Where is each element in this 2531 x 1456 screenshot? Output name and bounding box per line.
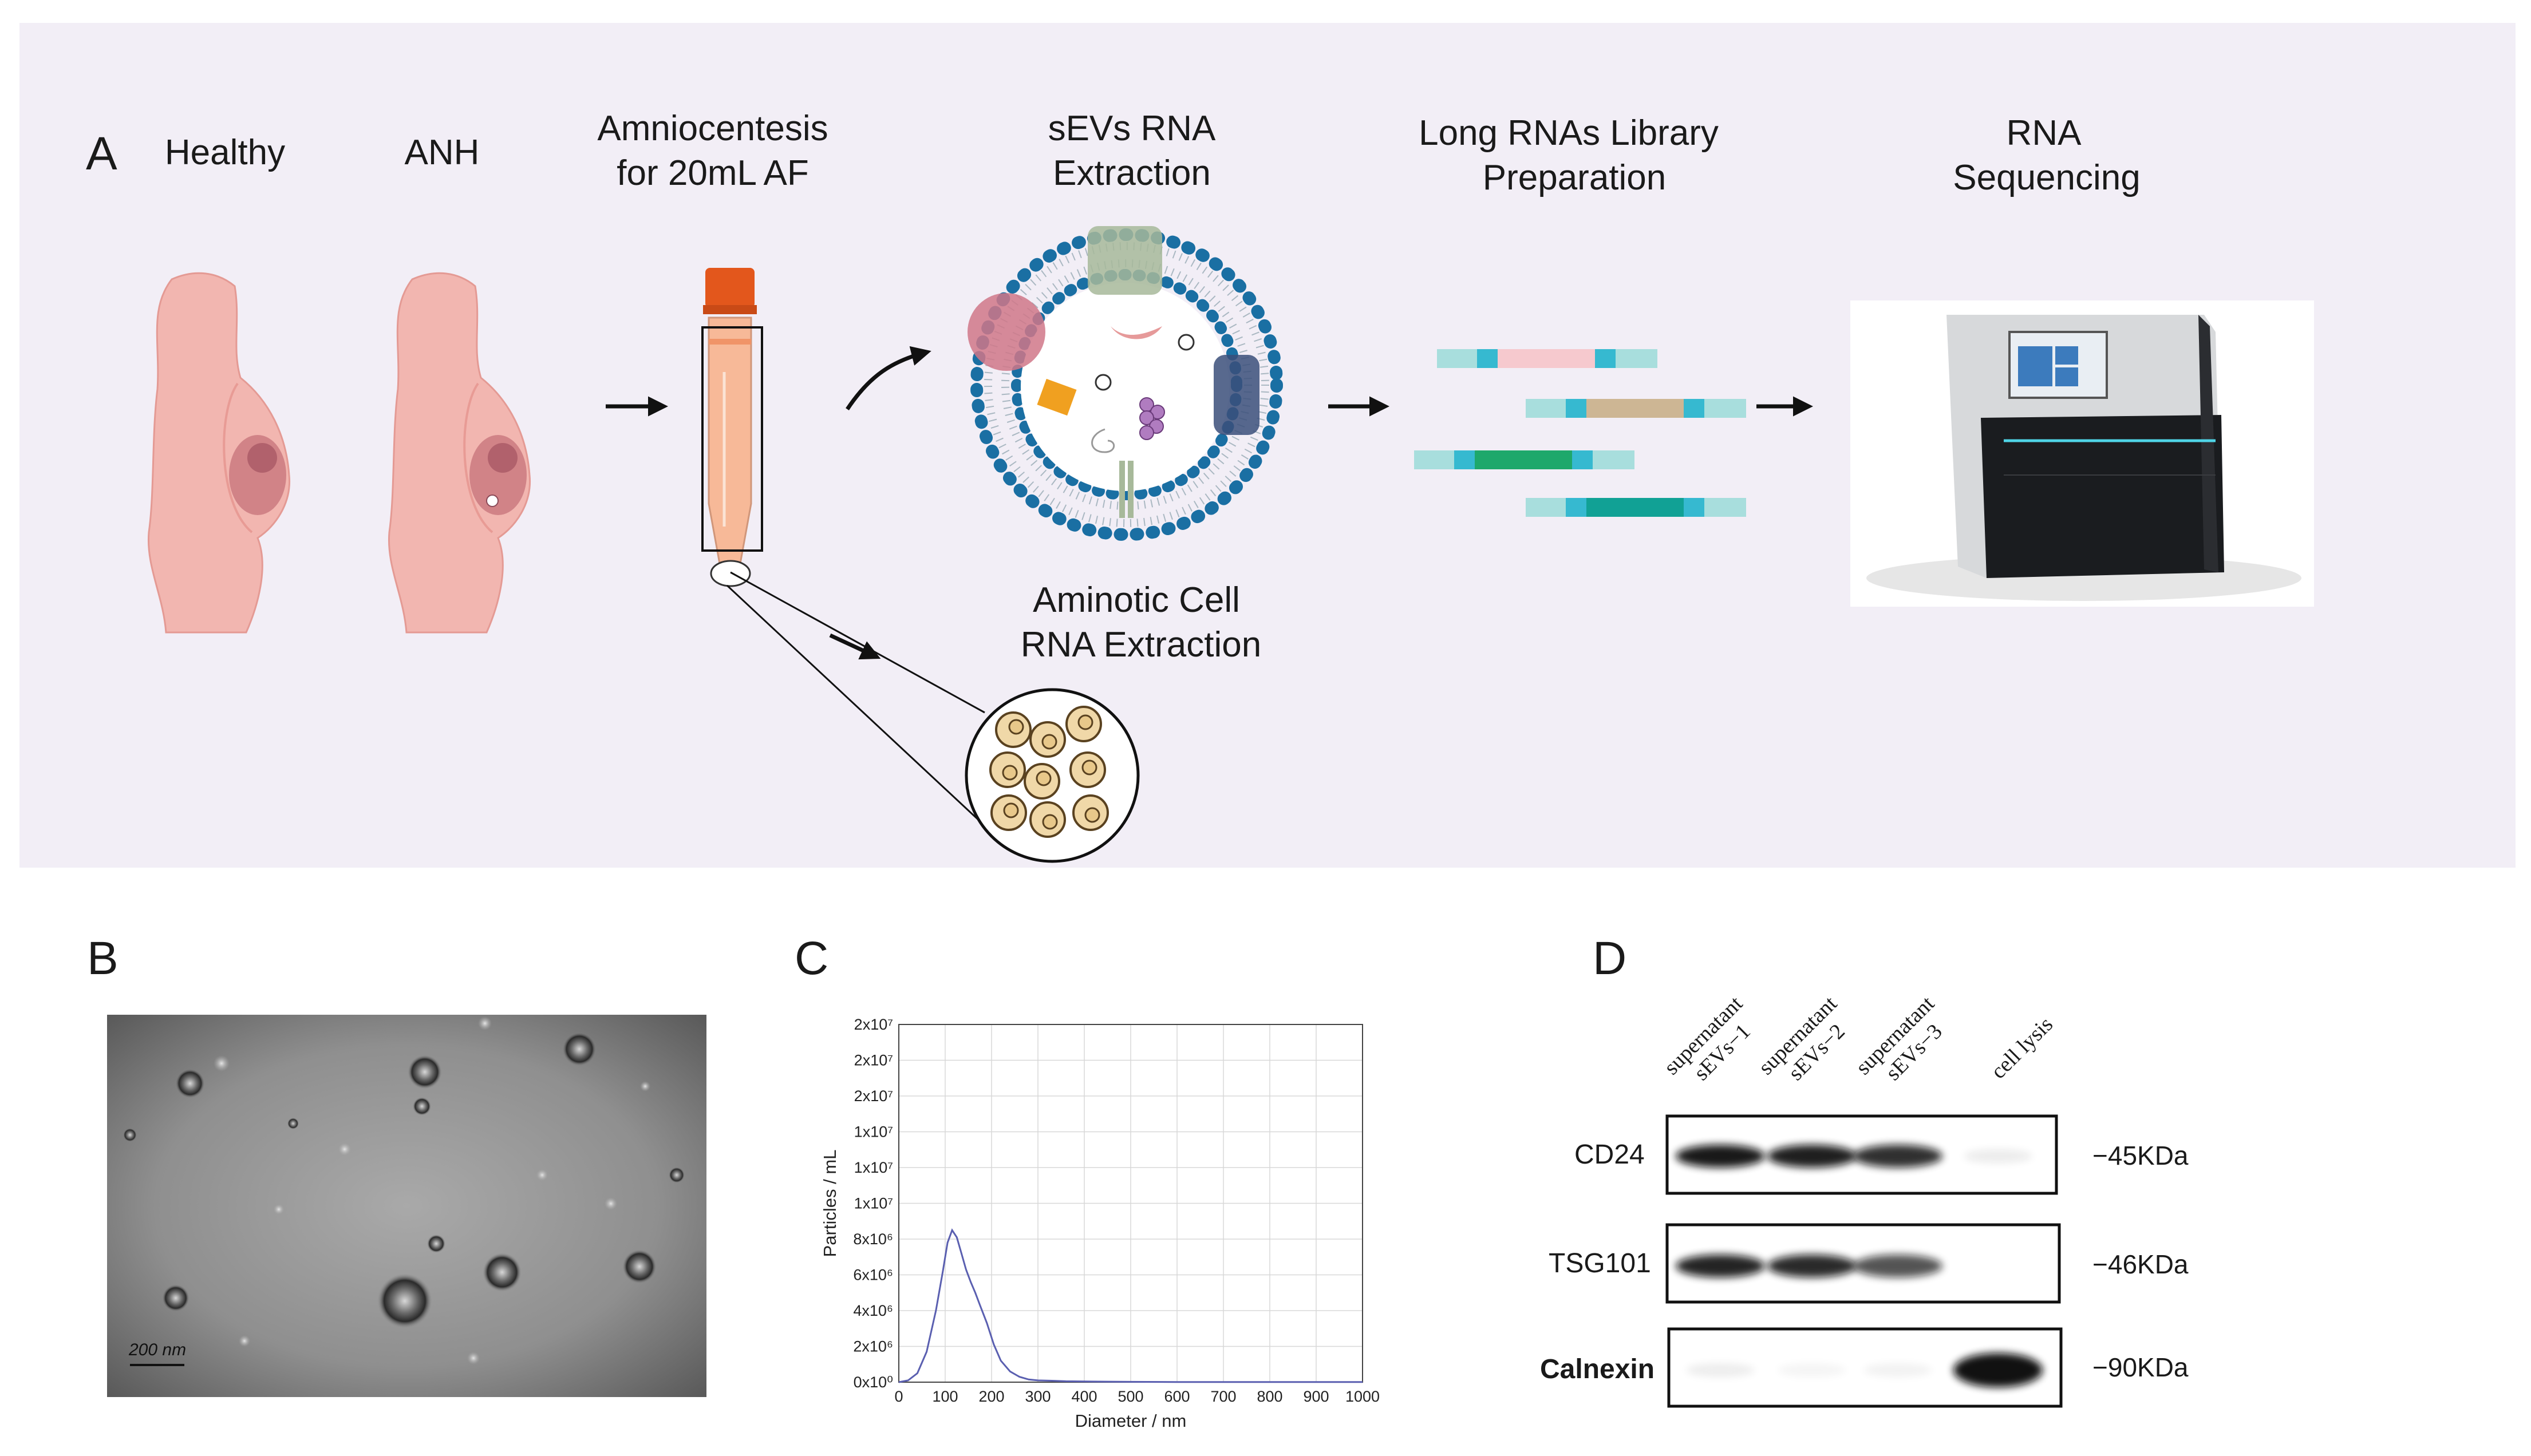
workflow-diagram [147,226,2314,863]
step-seq-line2: Sequencing [1953,158,2141,197]
blot-band [1686,1363,1755,1377]
step-amniocentesis-line1: Amniocentesis [597,109,828,148]
amniotic-cells-icon [965,688,1140,863]
x-tick-label: 100 [932,1388,958,1405]
rna-library-fragments-icon [1414,349,1746,517]
y-tick-label: 8x10⁶ [853,1231,893,1248]
y-tick-label: 6x10⁶ [853,1267,893,1284]
y-tick-label: 2x10⁷ [854,1052,893,1069]
x-tick-label: 200 [978,1388,1004,1405]
x-tick-label: 1000 [1345,1388,1380,1405]
amniotic-fluid-tube-icon [701,268,763,587]
blot-3-protein: Calnexin [1540,1354,1655,1384]
x-tick-label: 400 [1071,1388,1097,1405]
x-axis-title: Diameter / nm [1075,1411,1187,1431]
tem-micrograph [107,1015,706,1397]
y-tick-label: 0x10⁰ [854,1374,893,1391]
y-tick-label: 2x10⁶ [853,1338,893,1355]
x-tick-label: 500 [1118,1388,1143,1405]
blot-band [1767,1145,1857,1168]
y-tick-label: 1x10⁷ [854,1123,893,1141]
blot-band [1964,1149,2032,1163]
blot-band [1676,1145,1765,1168]
sequencer-icon [1850,300,2314,607]
y-tick-label: 1x10⁷ [854,1159,893,1176]
blot-1-size: −45KDa [2092,1141,2189,1170]
blot-2-size: −46KDa [2092,1249,2189,1279]
panel-b-letter: B [87,932,119,984]
blot-band [1953,1353,2043,1387]
blot-band [1767,1255,1857,1277]
step-seq-line1: RNA [2006,113,2082,153]
size-distribution-chart: 0 100 200 300 400 500 600 700 800 900 1000 0x10⁰ 2x1… [820,1016,1380,1431]
blot-2-protein: TSG101 [1549,1248,1651,1279]
arrow-to-cells [829,633,881,660]
healthy-pregnant-woman-icon [147,272,291,634]
blot-band [1778,1363,1846,1377]
lane-4-label: cell lysis [1986,1012,2058,1084]
blot-band [1853,1145,1942,1168]
x-tick-label: 600 [1164,1388,1190,1405]
group-anh-label: ANH [404,133,480,172]
series-line [898,1228,1363,1383]
y-axis-title: Particles / mL [820,1150,840,1257]
y-tick-label: 4x10⁶ [853,1302,893,1319]
lane-4-line1: cell lysis [1986,1012,2058,1084]
panel-d-letter: D [1593,932,1627,984]
x-tick-label: 900 [1303,1388,1329,1405]
blot-band [1853,1255,1942,1277]
arrow-to-sev [846,346,931,410]
step-library-line1: Long RNAs Library [1419,113,1719,153]
x-tick-label: 800 [1257,1388,1282,1405]
x-tick-label: 0 [894,1388,903,1405]
group-healthy-label: Healthy [164,133,286,172]
step-sevs-line2: Extraction [1053,153,1211,193]
sev-vesicle-icon [968,226,1283,541]
panel-a-letter: A [86,128,117,180]
western-blot [1665,1114,2063,1408]
blot-1-protein: CD24 [1574,1140,1645,1170]
blot-band [1863,1363,1932,1377]
scale-bar-label: 200 nm [129,1340,187,1359]
y-tick-label: 1x10⁷ [854,1195,893,1212]
step-cell-line1: Aminotic Cell [1033,580,1240,620]
anh-pregnant-woman-icon [388,272,531,634]
step-library-line2: Preparation [1482,158,1667,197]
y-tick-label: 2x10⁷ [854,1016,893,1033]
step-sevs-line1: sEVs RNA [1048,109,1216,148]
blot-3-size: −90KDa [2092,1352,2189,1382]
x-tick-label: 700 [1210,1388,1236,1405]
panel-c-letter: C [795,932,829,984]
y-tick-label: 2x10⁷ [854,1087,893,1105]
blot-band [1676,1255,1765,1277]
step-cell-line2: RNA Extraction [1020,625,1262,664]
step-amniocentesis-line2: for 20mL AF [617,153,809,193]
x-tick-label: 300 [1025,1388,1051,1405]
